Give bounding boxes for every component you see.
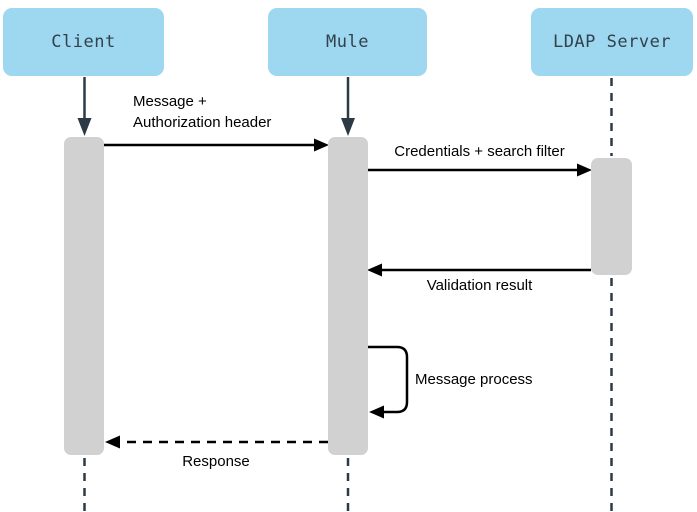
message-arrow-validation [367,263,591,277]
message-label-response: Response [182,453,250,470]
activation-bar-mule [328,137,368,455]
message-label-validation: Validation result [426,277,533,294]
message-label-message-process: Message process [415,371,533,388]
drop-arrow-mule [341,77,355,136]
message-label-authorization: Message + Authorization header [133,93,272,131]
actor-box-mule: Mule [268,8,427,76]
drop-arrow-client [77,77,92,136]
message-arrow-credentials [368,163,592,177]
activation-bar-client [64,137,104,455]
message-arrow-self-loop [368,345,409,419]
message-arrow-authorization [104,138,329,152]
actor-box-client: Client [3,8,164,76]
actor-label-client: Client [51,32,116,52]
message-label-credentials: Credentials + search filter [394,143,565,160]
actor-label-mule: Mule [326,32,369,52]
message-arrow-response [105,435,328,449]
activation-bar-ldap-server [591,158,632,275]
actor-label-ldap-server: LDAP Server [552,32,672,52]
actor-box-ldap-server: LDAP Server [531,8,693,76]
